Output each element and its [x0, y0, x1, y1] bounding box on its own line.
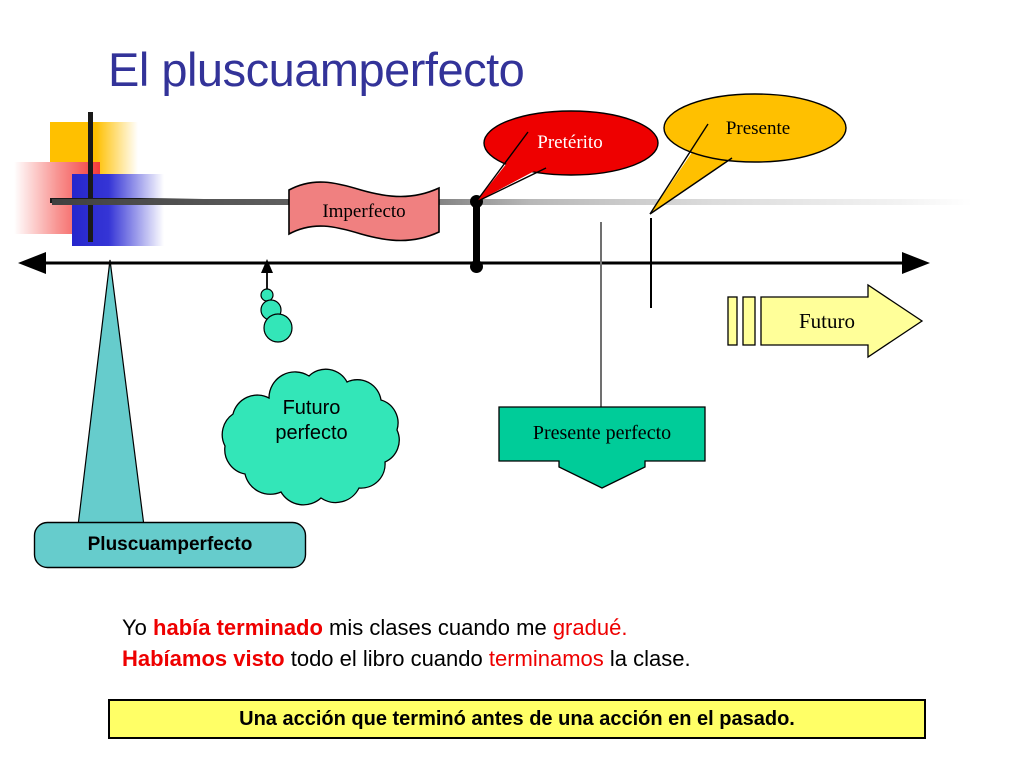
deco-vertical-bar: [88, 112, 93, 242]
ex1-pluperfect-verb: había terminado: [153, 615, 323, 640]
past-span-gray-line: [52, 199, 972, 205]
pluscuamperfecto-label-box[interactable]: Pluscuamperfecto: [33, 521, 307, 569]
presente-tick-line: [650, 218, 652, 308]
example-sentences: Yo había terminado mis clases cuando me …: [122, 612, 962, 674]
presente-perfecto-stem-line: [600, 222, 602, 412]
pluscuamperfecto-pointer-triangle: [72, 258, 152, 530]
ex2-part2: la clase.: [603, 646, 691, 672]
ex2-preterite-verb: terminamos: [488, 646, 604, 672]
main-timeline-arrow: [0, 240, 1024, 286]
ex1-part2: mis clases cuando me: [322, 615, 553, 640]
ex2-pluperfect-verb: Habíamos visto: [122, 646, 285, 672]
futuro-perfecto-cloud[interactable]: Futuro perfecto: [209, 358, 414, 508]
imperfecto-ribbon[interactable]: Imperfecto: [285, 180, 443, 243]
preterito-vertical-connector: [470, 195, 483, 273]
preterito-callout[interactable]: Pretérito: [472, 110, 662, 203]
presente-perfecto-callout[interactable]: Presente perfecto: [497, 405, 707, 490]
presente-callout[interactable]: Presente: [648, 92, 853, 217]
ex1-preterite-verb: gradué.: [552, 615, 628, 640]
ex2-part1: todo el libro cuando: [284, 646, 489, 672]
futuro-striped-arrow[interactable]: Futuro: [726, 283, 926, 359]
deco-blue-square: [72, 174, 164, 246]
example-sentence-2: Habíamos visto todo el libro cuando term…: [122, 643, 962, 674]
ex1-part1: Yo: [122, 615, 154, 640]
decorative-blends-motif: [14, 112, 204, 246]
futuro-perfecto-thought-bubbles: [254, 288, 298, 343]
definition-text: Una acción que terminó antes de una acci…: [239, 707, 795, 730]
example-sentence-1: Yo había terminado mis clases cuando me …: [122, 612, 962, 643]
definition-box: Una acción que terminó antes de una acci…: [108, 699, 926, 739]
preterito-bottom-dot: [470, 260, 483, 273]
page-title: El pluscuamperfecto: [108, 43, 525, 96]
